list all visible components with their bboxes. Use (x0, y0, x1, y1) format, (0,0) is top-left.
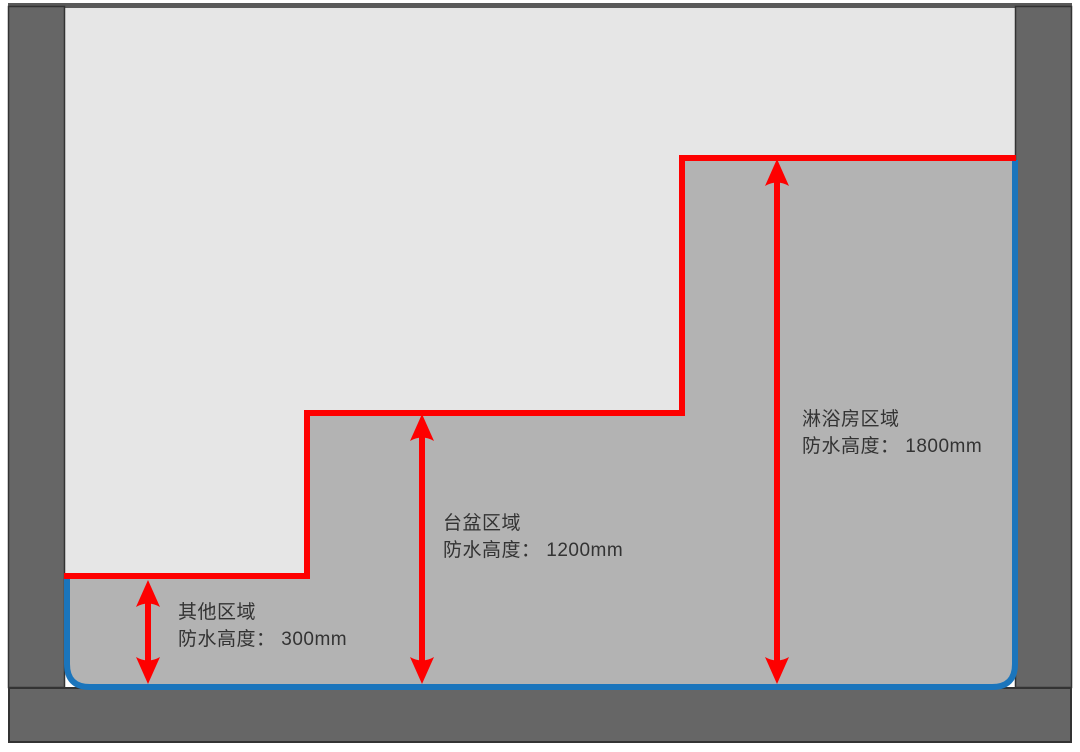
dimension-arrow-1200mm (410, 414, 434, 684)
area-name: 淋浴房区域 (802, 409, 900, 430)
floor-slab (8, 687, 1072, 743)
label-basin-area: 台盆区域 防水高度： 1200mm (443, 510, 623, 564)
label-other-area: 其他区域 防水高度： 300mm (178, 599, 347, 653)
area-spec: 防水高度： 300mm (178, 629, 348, 650)
right-wall-column (1014, 5, 1073, 689)
dimension-arrow-300mm (136, 580, 160, 684)
waterproof-top-line (64, 155, 1016, 579)
area-spec: 防水高度： 1800mm (802, 436, 983, 457)
dimension-arrow-1800mm (765, 159, 789, 684)
left-wall-column (7, 5, 66, 689)
label-shower-area: 淋浴房区域 防水高度： 1800mm (802, 406, 982, 460)
area-name: 台盆区域 (443, 513, 522, 534)
area-name: 其他区域 (178, 602, 257, 623)
area-spec: 防水高度： 1200mm (443, 540, 624, 561)
ceiling-edge-band (8, 3, 1072, 9)
waterproof-membrane-line (64, 160, 1018, 690)
